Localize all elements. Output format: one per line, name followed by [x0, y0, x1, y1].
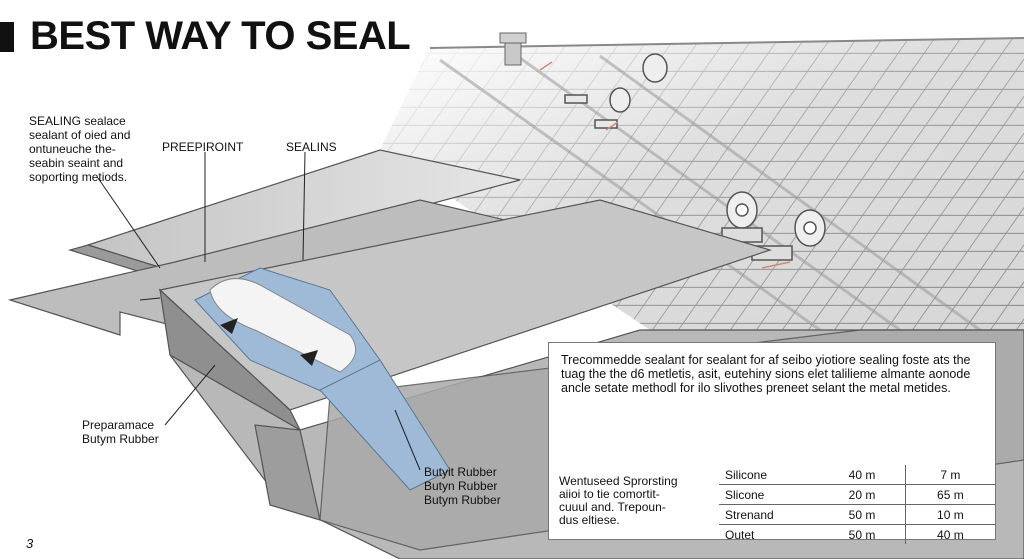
sealant-tape [194, 267, 451, 491]
callout-line: soporting metiods. [29, 170, 128, 184]
table-cell: Slicone [719, 484, 820, 505]
info-line: ancle setate methodl for ilo slivothes p… [561, 381, 951, 395]
info-line: aiioi to tie comortit- [559, 487, 660, 501]
callout-line: ontuneuche the- [29, 142, 116, 156]
callout-preparamace: Preparamace Butym Rubber [82, 418, 159, 446]
callout-line: Butyn Rubber [424, 479, 498, 493]
callout-line: Preparamace [82, 418, 155, 432]
table-row: Outet 50 m 40 m [719, 524, 995, 544]
table-cell: Outet [725, 527, 755, 542]
callout-line: sealant of oied and [29, 128, 131, 142]
table-cell: Silicone [719, 465, 820, 485]
info-box: Trecommedde sealant for sealant for af s… [548, 342, 996, 544]
fastener-group [564, 53, 826, 261]
info-line: dus eltiese. [559, 513, 620, 527]
page-number: 3 [26, 536, 34, 551]
callout-line: Butym Rubber [424, 493, 501, 507]
callout-preepiroint: PREEPIROINT [162, 140, 244, 154]
page-title: BEST WAY TO SEAL [30, 14, 411, 58]
table-cell: 20 m [819, 484, 906, 505]
table-row: Silicone 40 m 7 m [719, 465, 995, 485]
callout-butyl-rubber: Butyit Rubber Butyn Rubber Butym Rubber [424, 465, 501, 507]
title-marker [0, 22, 14, 52]
info-box-text: Trecommedde sealant for sealant for af s… [561, 353, 986, 395]
table-cell: 50 m [819, 504, 906, 525]
info-line: tuag the the d6 metletis, asit, eutehiny… [561, 367, 971, 381]
table-cell: 7 m [904, 465, 995, 485]
callout-line: seabin seaint and [29, 156, 124, 170]
table-cell: 10 m [904, 504, 995, 525]
callout-line: Butyit Rubber [424, 465, 497, 479]
table-cell: 65 m [904, 484, 995, 505]
callout-line: Butym Rubber [82, 432, 159, 446]
info-box-side-note: Wentuseed Sprorsting aiioi to tie comort… [559, 475, 678, 527]
info-line: Trecommedde sealant for sealant for af s… [561, 353, 971, 367]
leader-lines [97, 151, 421, 471]
info-line: Wentuseed Sprorsting [559, 474, 678, 488]
callout-sealing-note: SEALING sealace sealant of oied and ontu… [29, 114, 130, 184]
table-cell: Strenand [719, 504, 820, 525]
info-line: cuuul and. Trepoun- [559, 500, 666, 514]
table-row: Strenand 50 m 10 m [719, 504, 995, 525]
table-cell: 50 m [848, 527, 876, 542]
callout-sealins: SEALINS [286, 140, 337, 154]
table-cell: 40 m [819, 465, 906, 485]
table-cell: 40 m [904, 524, 995, 544]
callout-line: SEALING sealace [29, 114, 126, 128]
sealant-table: Silicone 40 m 7 m Slicone 20 m 65 m Stre… [719, 465, 995, 544]
table-row: Slicone 20 m 65 m [719, 484, 995, 505]
